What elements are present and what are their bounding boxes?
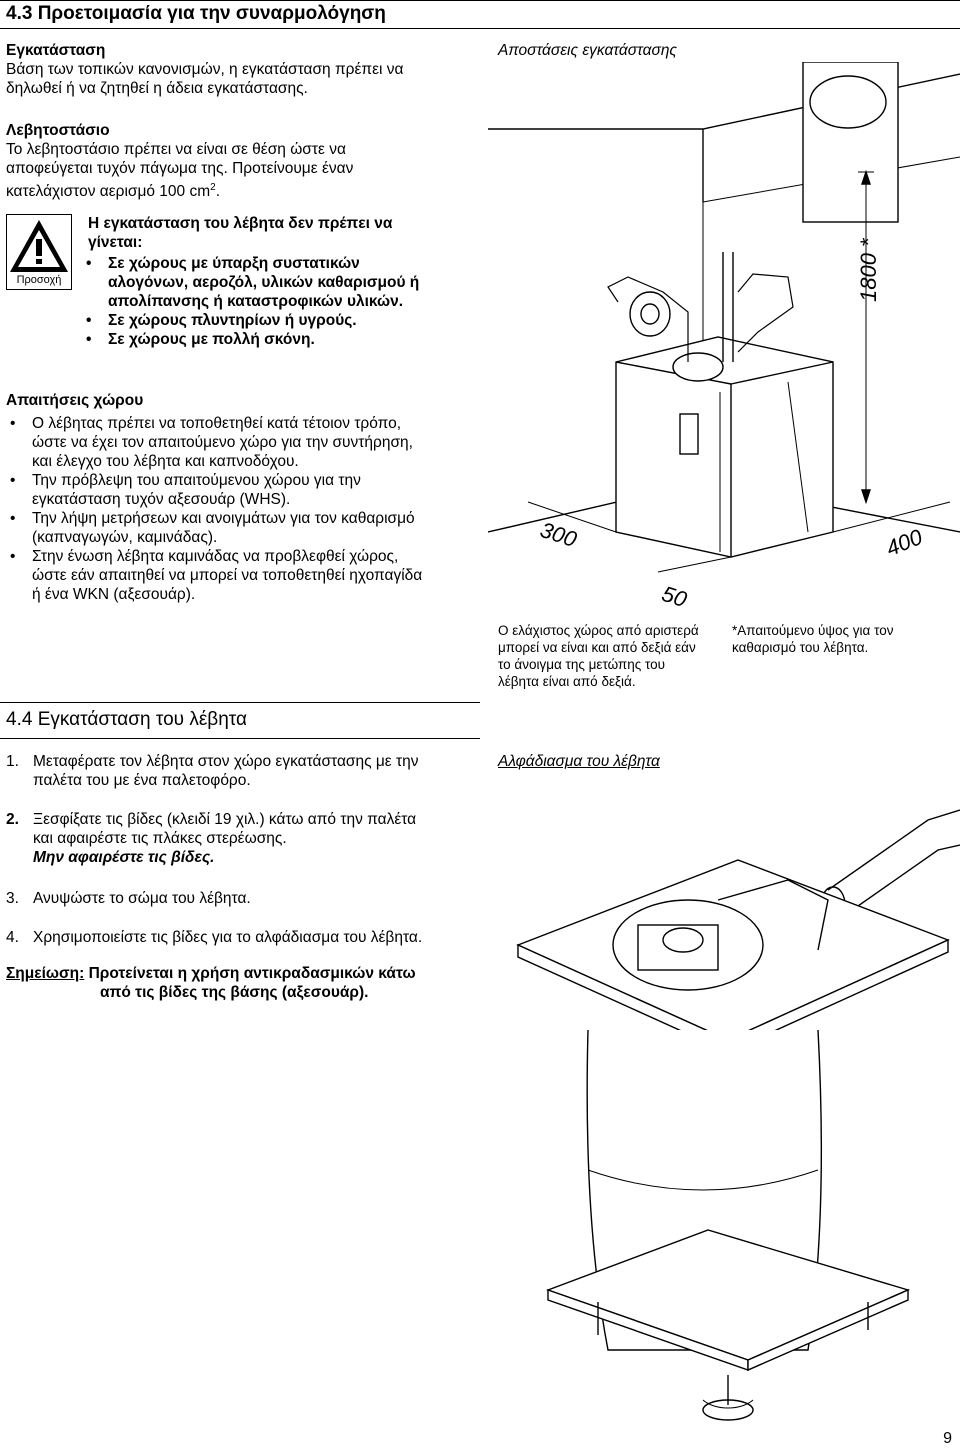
warning-title-1: Η εγκατάσταση του λέβητα δεν πρέπει να — [88, 215, 393, 232]
note-left-line-3: το άνοιγμα της μετώπης του — [498, 657, 666, 672]
note-block: Σημείωση: Προτείνεται η χρήση αντικραδασ… — [6, 964, 480, 1002]
space-block: Απαιτήσεις χώρου Ο λέβητας πρέπει να τοπ… — [6, 391, 486, 604]
space-item: Στην ένωση λέβητα καμινάδας να προβλεφθε… — [6, 547, 486, 604]
installation-block: Εγκατάσταση Βάση των τοπικών κανονισμών,… — [6, 41, 476, 98]
clearance-figure: 1800 * 300 400 50 — [487, 61, 960, 614]
warning-icon-label: Προσοχή — [16, 274, 62, 286]
step-2: 2. Ξεσφίξατε τις βίδες (κλειδί 19 χιλ.) κ… — [6, 810, 480, 867]
warning-item-1-line-2: αλογόνων, αεροζόλ, υλικών καθαρισμού ή — [108, 274, 420, 291]
note-right-line-1: *Απαιτούμενο ύψος για τον — [732, 623, 894, 638]
space-item-1-line-3: και έλεγχο του λέβητα και καπνοδόχου. — [32, 453, 299, 470]
note-right-line-2: καθαρισμό του λέβητα. — [732, 640, 869, 655]
boiler-room-line-2: αποφεύγεται τυχόν πάγωμα της. Προτείνουμ… — [6, 160, 354, 177]
ventilation-text: κατελάχιστον αερισμό 100 cm — [6, 183, 211, 201]
page-number: 9 — [943, 1430, 952, 1447]
section-4-4-header: 4.4 Εγκατάσταση του λέβητα — [0, 702, 480, 730]
leveling-figure — [488, 790, 960, 1430]
step-3-num: 3. — [6, 890, 19, 907]
step-2-line-1: Ξεσφίξατε τις βίδες (κλειδί 19 χιλ.) κάτ… — [33, 811, 417, 828]
step-3-text: Ανυψώστε το σώμα του λέβητα. — [33, 890, 251, 907]
section-title: 4.3 Προετοιμασία για την συναρμολόγηση — [6, 3, 386, 24]
step-4-text: Χρησιμοποιείστε τις βίδες για το αλφάδια… — [33, 929, 423, 946]
step-1-line-2: παλέτα του με ένα παλετοφόρο. — [33, 772, 251, 789]
clearance-note-right: *Απαιτούμενο ύψος για τον καθαρισμό του … — [732, 622, 958, 656]
space-item: Την πρόβλεψη του απαιτούμενου χώρου για … — [6, 471, 486, 509]
warning-item-1-line-3: απολίπανσης ή καταστροφικών υλικών. — [108, 293, 404, 310]
section-4-4-rule — [0, 738, 480, 739]
warning-item: Σε χώρους με πολλή σκόνη. — [82, 330, 482, 349]
space-heading: Απαιτήσεις χώρου — [6, 392, 144, 409]
installation-line-2: δηλωθεί ή να ζητηθεί η άδεια εγκατάσταση… — [6, 80, 308, 97]
step-2-emphasis: Μην αφαιρέστε τις βίδες. — [33, 849, 215, 866]
section-4-4-title: 4.4 Εγκατάσταση του λέβητα — [6, 709, 248, 730]
warning-title-2: γίνεται: — [88, 234, 143, 251]
space-item-4-line-2: ώστε εάν απαιτηθεί να μπορεί να τοποθετη… — [32, 567, 423, 584]
warning-icon: Προσοχή — [6, 214, 72, 290]
space-item: Ο λέβητας πρέπει να τοποθετηθεί κατά τέτ… — [6, 414, 486, 471]
space-item-1-line-2: ώστε να έχει τον απαιτούμενο χώρο για τη… — [32, 434, 413, 451]
dim-height-label: 1800 * — [856, 238, 881, 302]
boiler-room-block: Λεβητοστάσιο Το λεβητοστάσιο πρέπει να ε… — [6, 121, 476, 201]
space-item: Την λήψη μετρήσεων και ανοιγμάτων για το… — [6, 509, 486, 547]
boiler-room-heading: Λεβητοστάσιο — [6, 122, 110, 139]
warning-item-1-line-1: Σε χώρους με ύπαρξη συστατικών — [108, 255, 360, 272]
space-item-4-line-3: ή ένα WKN (αξεσουάρ). — [32, 586, 196, 603]
step-1: 1. Μεταφέρατε τον λέβητα στον χώρο εγκατά… — [6, 752, 480, 790]
ventilation-period: . — [215, 183, 221, 201]
ventilation-sup: 2 — [210, 182, 216, 193]
space-item-3-line-1: Την λήψη μετρήσεων και ανοιγμάτων για το… — [32, 510, 415, 527]
leveling-caption: Αλφάδιασμα του λέβητα — [498, 753, 660, 770]
warning-block: Η εγκατάσταση του λέβητα δεν πρέπει να γ… — [82, 214, 482, 349]
installation-line-1: Βάση των τοπικών κανονισμών, η εγκατάστα… — [6, 61, 404, 78]
clearance-note-left: Ο ελάχιστος χώρος από αριστερά μπορεί να… — [498, 622, 728, 690]
note-left-line-2: μπορεί να είναι και από δεξιά εάν — [498, 640, 696, 655]
warning-item-2-line-1: Σε χώρους πλυντηρίων ή υγρούς. — [108, 312, 357, 329]
section-header: 4.3 Προετοιμασία για την συναρμολόγηση — [0, 0, 960, 29]
warning-item: Σε χώρους με ύπαρξη συστατικών αλογόνων,… — [82, 254, 482, 311]
step-2-num: 2. — [6, 811, 19, 828]
space-item-2-line-2: εγκατάσταση τυχόν αξεσουάρ (WHS). — [32, 491, 291, 508]
note-line-2: από τις βίδες της βάσης (αξεσουάρ). — [100, 984, 369, 1001]
note-left-line-1: Ο ελάχιστος χώρος από αριστερά — [498, 623, 699, 638]
note-line-1: Προτείνεται η χρήση αντικραδασμικών κάτω — [88, 965, 416, 982]
space-item-4-line-1: Στην ένωση λέβητα καμινάδας να προβλεφθε… — [32, 548, 399, 565]
step-2-line-2: και αφαιρέστε τις πλάκες στερέωσης. — [33, 830, 287, 847]
warning-item: Σε χώρους πλυντηρίων ή υγρούς. — [82, 311, 482, 330]
warning-item-3-line-1: Σε χώρους με πολλή σκόνη. — [108, 331, 315, 348]
step-1-line-1: Μεταφέρατε τον λέβητα στον χώρο εγκατάστ… — [33, 753, 419, 770]
step-4: 4. Χρησιμοποιείστε τις βίδες για το αλφάδ… — [6, 928, 480, 947]
space-item-1-line-1: Ο λέβητας πρέπει να τοποθετηθεί κατά τέτ… — [32, 415, 402, 432]
step-4-num: 4. — [6, 929, 19, 946]
step-3: 3. Ανυψώστε το σώμα του λέβητα. — [6, 889, 480, 908]
boiler-room-line-3: κατελάχιστον αερισμό 100 cm2. — [6, 178, 476, 201]
step-1-num: 1. — [6, 753, 19, 770]
boiler-room-line-1: Το λεβητοστάσιο πρέπει να είναι σε θέση … — [6, 141, 346, 158]
note-label: Σημείωση: — [6, 965, 85, 982]
installation-heading: Εγκατάσταση — [6, 42, 106, 59]
clearance-caption: Αποστάσεις εγκατάστασης — [498, 42, 677, 59]
space-item-3-line-2: (καπναγωγών, καμινάδας). — [32, 529, 218, 546]
note-left-line-4: λέβητα είναι από δεξιά. — [498, 674, 636, 689]
space-item-2-line-1: Την πρόβλεψη του απαιτούμενου χώρου για … — [32, 472, 361, 489]
